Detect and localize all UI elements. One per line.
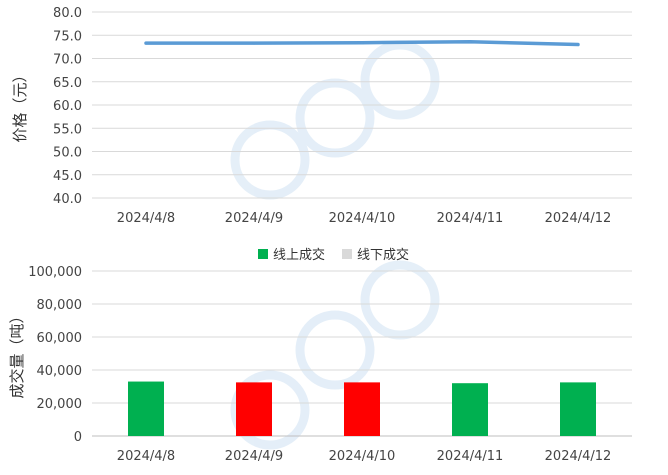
y-tick-label: 75.0 <box>53 29 82 44</box>
price-point <box>360 41 364 45</box>
price-point <box>576 43 580 47</box>
price-point <box>144 41 148 45</box>
x-tick-label: 2024/4/8 <box>117 449 175 464</box>
legend: 线上成交 线下成交 <box>258 247 409 263</box>
y-tick-label: 40.0 <box>53 192 82 207</box>
price-line-chart: 40.0 45.0 50.0 55.0 60.0 65.0 70.0 75.0 80.0 2024… <box>11 6 632 226</box>
volume-bar <box>452 383 488 436</box>
y-tick-label: 45.0 <box>53 169 82 184</box>
y-tick-label: 80,000 <box>37 298 83 313</box>
y-tick-label: 80.0 <box>53 6 82 21</box>
y-tick-label: 100,000 <box>28 265 82 280</box>
volume-bar <box>560 382 596 436</box>
legend-label: 线上成交 <box>273 247 325 263</box>
x-tick-label: 2024/4/12 <box>545 449 612 464</box>
x-tick-label: 2024/4/10 <box>329 211 396 226</box>
y-axis-title: 价格（元） <box>11 67 29 142</box>
y-tick-label: 60.0 <box>53 99 82 114</box>
volume-bar <box>236 382 272 436</box>
price-point <box>468 40 472 44</box>
y-tick-label: 55.0 <box>53 122 82 137</box>
x-tick-label: 2024/4/10 <box>329 449 396 464</box>
legend-label: 线下成交 <box>357 247 409 263</box>
x-tick-label: 2024/4/11 <box>437 211 504 226</box>
x-tick-label: 2024/4/8 <box>117 211 175 226</box>
volume-bar <box>344 382 380 436</box>
legend-item: 线上成交 <box>258 247 325 263</box>
volume-bar <box>128 381 164 436</box>
y-tick-label: 70.0 <box>53 53 82 68</box>
watermark-logo <box>230 40 440 450</box>
y-tick-label: 50.0 <box>53 146 82 161</box>
x-tick-label: 2024/4/9 <box>225 449 283 464</box>
price-point <box>252 41 256 45</box>
y-tick-label: 20,000 <box>37 397 83 412</box>
legend-swatch <box>258 249 268 259</box>
y-tick-label: 60,000 <box>37 331 83 346</box>
x-tick-label: 2024/4/11 <box>437 449 504 464</box>
legend-swatch <box>342 249 352 259</box>
y-tick-label: 65.0 <box>53 76 82 91</box>
legend-item: 线下成交 <box>342 247 409 263</box>
x-tick-label: 2024/4/12 <box>545 211 612 226</box>
x-tick-label: 2024/4/9 <box>225 211 283 226</box>
y-axis-title: 成交量（吨） <box>8 308 26 398</box>
volume-bar-chart: 0 20,000 40,000 60,000 80,000 100,000 2024/4/8… <box>8 247 632 464</box>
y-tick-label: 0 <box>74 430 82 445</box>
y-tick-label: 40,000 <box>37 364 83 379</box>
